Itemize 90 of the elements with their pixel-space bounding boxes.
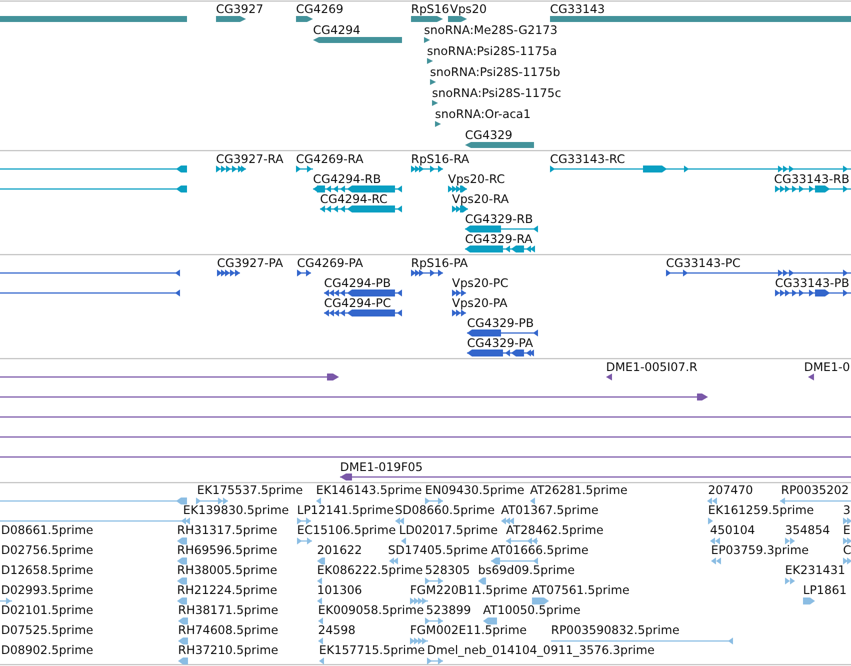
est-name: 528305 bbox=[425, 564, 470, 576]
gene-name: snoRNA:Psi28S-1175a bbox=[427, 44, 558, 58]
est-name: EN09430.5prime bbox=[425, 484, 524, 496]
gene-name: CG3927 bbox=[216, 2, 264, 16]
est-name: AT07561.5prime bbox=[532, 584, 630, 596]
transcript-name: CG33143-RC bbox=[550, 152, 626, 166]
est-name: D08661.5prime bbox=[1, 524, 94, 536]
est-name: EK157715.5prime bbox=[319, 644, 425, 656]
protein-name: CG4294-PC bbox=[324, 296, 392, 310]
transcript-name: CG4294-RC bbox=[320, 192, 388, 206]
est-name: EK086222.5prime bbox=[317, 564, 423, 576]
est-name: D07525.5prime bbox=[1, 624, 94, 636]
est-name: 101306 bbox=[317, 584, 362, 596]
est-name: 207470 bbox=[708, 484, 754, 496]
est-name: C bbox=[843, 544, 851, 556]
est-name: RH38171.5prime bbox=[178, 604, 278, 616]
est-name: D12658.5prime bbox=[1, 564, 94, 576]
gene-name: snoRNA:Or-aca1 bbox=[435, 108, 531, 120]
protein-name: CG4294-PB bbox=[324, 276, 391, 290]
est-name: FGM220B11.5prime bbox=[410, 584, 528, 596]
est-name: D02756.5prime bbox=[1, 544, 94, 556]
est-name: AT01367.5prime bbox=[501, 504, 599, 516]
transcript-name: RpS16-RA bbox=[411, 152, 470, 166]
est-name: 450104 bbox=[710, 524, 756, 536]
transcript-name: CG4329-RA bbox=[465, 232, 532, 246]
gene-name: Vps20 bbox=[450, 2, 487, 16]
est-name: AT28462.5prime bbox=[506, 524, 604, 536]
protein-name: RpS16-PA bbox=[411, 256, 468, 270]
est-name: FGM002E11.5prime bbox=[410, 624, 527, 636]
protein-name: Vps20-PC bbox=[452, 276, 508, 290]
est-name: AT26281.5prime bbox=[530, 484, 628, 496]
est-name: Dmel_neb_014104_0911_3576.3prime bbox=[427, 644, 655, 656]
est-name: EK231431 bbox=[785, 564, 846, 576]
gene-name: CG33143 bbox=[550, 2, 605, 16]
transcript-name: CG4294-RB bbox=[313, 172, 381, 186]
protein-name: CG3927-PA bbox=[217, 256, 284, 270]
transcript-name: CG33143-RB bbox=[774, 172, 850, 186]
est-name: AT10050.5prime bbox=[483, 604, 581, 616]
transcript-name: CG3927-RA bbox=[216, 152, 284, 166]
protein-name: CG33143-PB bbox=[775, 276, 850, 290]
est-name: RH69596.5prime bbox=[177, 544, 278, 556]
gene-name: snoRNA:Psi28S-1175c bbox=[432, 86, 562, 100]
est-name: SD08660.5prime bbox=[395, 504, 495, 516]
protein-name: CG4329-PA bbox=[467, 336, 534, 350]
est-name: 3 bbox=[843, 504, 851, 516]
est-name: EK139830.5prime bbox=[183, 504, 289, 516]
gene-name: CG4269 bbox=[296, 2, 344, 16]
est-name: RP003590832.5prime bbox=[551, 624, 680, 636]
est-name: RP0035202 bbox=[781, 484, 849, 496]
transcript-name: CG4329-RB bbox=[465, 212, 533, 226]
est-name: E bbox=[843, 524, 850, 536]
est-name: EK146143.5prime bbox=[316, 484, 422, 496]
protein-name: CG4329-PB bbox=[467, 316, 534, 330]
gene-name: CG4329 bbox=[465, 128, 512, 142]
est-name: 24598 bbox=[318, 624, 356, 636]
est-name: EK161259.5prime bbox=[708, 504, 814, 516]
est-name: EK175537.5prime bbox=[197, 484, 303, 496]
transcript-name: CG4269-RA bbox=[296, 152, 364, 166]
est-name: EK009058.5prime bbox=[318, 604, 424, 616]
est-name: D02101.5prime bbox=[1, 604, 94, 616]
est-name: D02993.5prime bbox=[1, 584, 94, 596]
est-name: LD02017.5prime bbox=[399, 524, 498, 536]
transcript-name: Vps20-RA bbox=[452, 192, 509, 206]
protein-name: Vps20-PA bbox=[452, 296, 508, 310]
protein-name: CG4269-PA bbox=[297, 256, 364, 270]
est-name: RH21224.5prime bbox=[177, 584, 278, 596]
gene-name: CG4294 bbox=[313, 24, 360, 36]
est-name: RH74608.5prime bbox=[178, 624, 278, 636]
est-name: LP12141.5prime bbox=[297, 504, 394, 516]
est-name: RH37210.5prime bbox=[178, 644, 278, 656]
est-name: RH31317.5prime bbox=[177, 524, 278, 536]
est-name: 354854 bbox=[785, 524, 830, 536]
est-name: 201622 bbox=[317, 544, 362, 556]
est-name: EC15106.5prime bbox=[297, 524, 396, 536]
est-name: bs69d09.5prime bbox=[478, 564, 575, 576]
gene-name: RpS16 bbox=[411, 2, 450, 16]
est-name: 523899 bbox=[426, 604, 472, 616]
clone-name: DME1-0 bbox=[804, 360, 850, 374]
est-name: LP1861 bbox=[803, 584, 847, 596]
clone-name: DME1-005I07.R bbox=[606, 360, 698, 374]
est-name: D08902.5prime bbox=[1, 644, 94, 656]
est-name: EP03759.3prime bbox=[711, 544, 809, 556]
est-name: AT01666.5prime bbox=[491, 544, 589, 556]
gene-name: snoRNA:Psi28S-1175b bbox=[430, 66, 560, 78]
gene-name: snoRNA:Me28S-G2173 bbox=[424, 24, 558, 36]
transcript-name: Vps20-RC bbox=[448, 172, 505, 186]
est-name: RH38005.5prime bbox=[177, 564, 278, 576]
clone-name: DME1-019F05 bbox=[340, 460, 423, 474]
est-name: SD17405.5prime bbox=[388, 544, 488, 556]
protein-name: CG33143-PC bbox=[666, 256, 741, 270]
